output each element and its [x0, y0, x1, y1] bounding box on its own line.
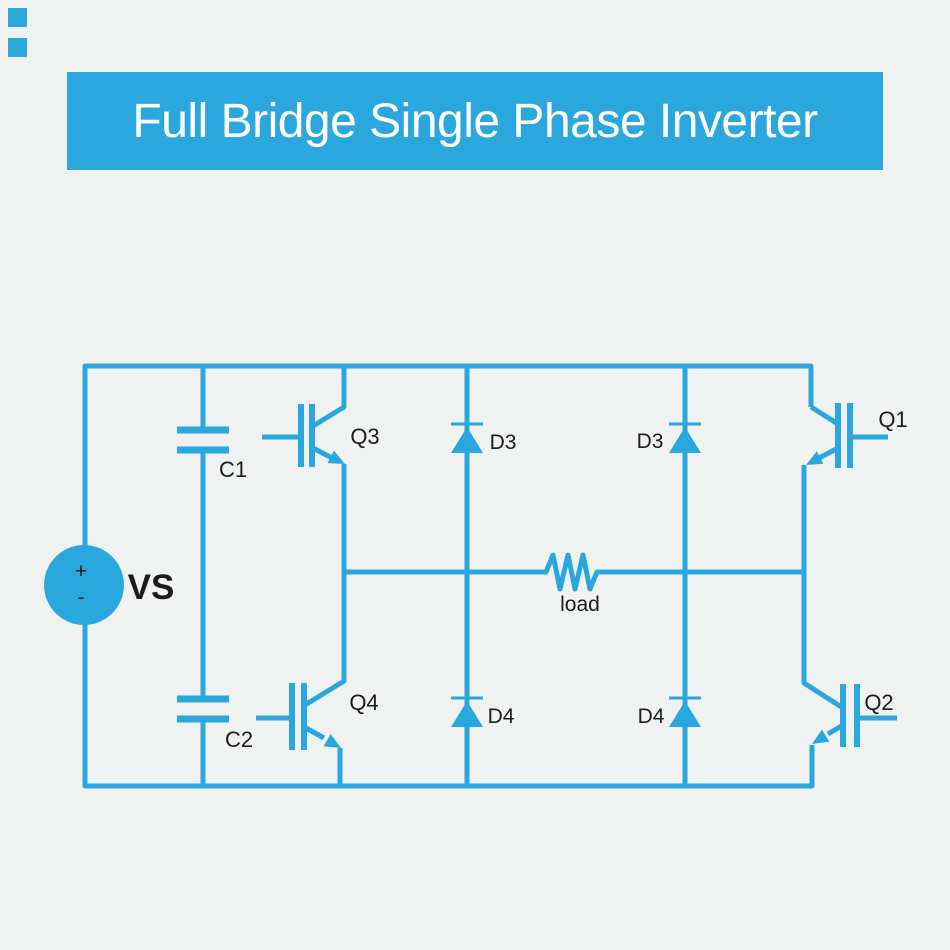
- q3-label: Q3: [350, 424, 379, 449]
- q4-label: Q4: [349, 690, 378, 715]
- q4-emitter-arrow-icon: [323, 734, 341, 748]
- left-leg-mid-wire: [303, 464, 347, 708]
- d4-right-diode-icon: [669, 701, 701, 727]
- load-resistor: load: [344, 552, 804, 616]
- d3-left-diode-icon: [451, 427, 483, 453]
- transistor-q4: Q4: [256, 683, 379, 786]
- d4-left-diode-icon: [451, 701, 483, 727]
- transistor-q3: Q3: [262, 366, 380, 467]
- diode-branch-left: D3 D4: [451, 366, 516, 786]
- capacitor-c1-label: C1: [219, 457, 247, 482]
- diode-branch-right: D3 D4: [637, 366, 701, 786]
- title-banner: Full Bridge Single Phase Inverter: [67, 72, 883, 170]
- q1-emitter-arrow-icon: [806, 451, 824, 465]
- decorative-square: [8, 8, 27, 27]
- load-label: load: [560, 593, 600, 616]
- load-wire-zigzag: [344, 552, 804, 592]
- voltage-source-plus: +: [75, 560, 87, 583]
- d4-left-label: D4: [488, 705, 515, 728]
- q4-emitter-wire: [302, 724, 326, 741]
- transistor-q1: Q1: [806, 403, 908, 468]
- q3-emitter-wire: [311, 445, 334, 461]
- capacitor-branch: C1 C2: [177, 366, 253, 786]
- q3-emitter-arrow-icon: [327, 450, 345, 464]
- d4-right-label: D4: [638, 705, 665, 728]
- q2-emitter-wire: [826, 722, 845, 737]
- q1-emitter-wire: [817, 445, 840, 461]
- voltage-source-circle: [44, 545, 124, 625]
- page-title: Full Bridge Single Phase Inverter: [132, 94, 818, 148]
- q1-label: Q1: [878, 407, 907, 432]
- d3-left-label: D3: [490, 431, 517, 454]
- d3-right-diode-icon: [669, 427, 701, 453]
- capacitor-c2-label: C2: [225, 727, 253, 752]
- d3-right-label: D3: [637, 430, 664, 453]
- voltage-source-minus: -: [78, 586, 85, 609]
- voltage-source-label: VS: [128, 568, 175, 607]
- q2-label: Q2: [864, 690, 893, 715]
- q2-emitter-arrow-icon: [812, 729, 830, 744]
- q1-collector-wire: [809, 404, 840, 427]
- right-leg-mid-wire: [801, 465, 845, 711]
- transistor-q2: Q2: [812, 684, 897, 747]
- decorative-square: [8, 38, 27, 57]
- q3-collector-wire: [311, 366, 347, 429]
- voltage-source: + - VS: [44, 545, 174, 625]
